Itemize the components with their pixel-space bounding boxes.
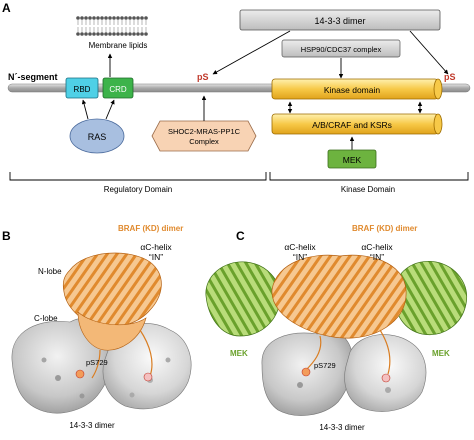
dimer-box <box>239 9 441 31</box>
panel-b-ps729-site-left <box>75 369 85 379</box>
lipid-head <box>92 32 96 36</box>
lipid-head <box>140 16 144 20</box>
panel-b-title: BRAF (KD) dimer <box>118 224 183 233</box>
lipid-head <box>84 16 88 20</box>
regulatory-bracket <box>9 172 267 181</box>
panel-c-title: BRAF (KD) dimer <box>352 224 417 233</box>
mek-label: MEK <box>343 155 362 165</box>
ab-craf-cap <box>433 113 443 135</box>
panel-c-helix-right-line1: αC-helix <box>361 242 393 252</box>
panel-c-mek-left-ribbon <box>205 261 281 337</box>
ps-left-label: pS <box>197 72 209 82</box>
panel-b-c-lobe: C-lobe <box>34 314 58 323</box>
lipid-head <box>128 16 132 20</box>
lipid-head <box>120 16 124 20</box>
shoc2-complex-hexagon <box>151 120 257 152</box>
panel-c-dimer-surface <box>261 330 427 416</box>
lipid-head <box>108 32 112 36</box>
ps-right-label: pS <box>444 72 456 82</box>
lipid-head <box>76 32 80 36</box>
arrow-ras-to-crd <box>105 99 115 120</box>
panel-c-dimer-label: 14-3-3 dimer <box>319 423 365 432</box>
panel-b-dimer-label: 14-3-3 dimer <box>69 421 115 430</box>
panel-c-mek-left-label: MEK <box>230 349 248 358</box>
lipid-head <box>144 16 148 20</box>
ras-label: RAS <box>88 132 107 142</box>
lipid-head <box>76 16 80 20</box>
lipid-head <box>144 32 148 36</box>
lipid-head <box>80 32 84 36</box>
ras-ellipse <box>69 118 125 154</box>
hsp90-label: HSP90/CDC37 complex <box>301 45 382 54</box>
lipid-head <box>104 16 108 20</box>
lipid-head <box>96 16 100 20</box>
membrane-icon <box>76 16 148 36</box>
kinase-domain-cap <box>433 78 443 100</box>
arrow-dimer-to-ps-left <box>212 30 291 75</box>
arrow-dimer-to-ps-right <box>409 30 449 75</box>
lipid-head <box>104 32 108 36</box>
ab-craf-label: A/B/CRAF and KSRs <box>312 120 392 130</box>
lipid-head <box>116 16 120 20</box>
lipid-head <box>88 32 92 36</box>
lipid-head <box>112 16 116 20</box>
panel-b-ps729-label: pS729 <box>86 358 108 367</box>
panel-c-mek-right-label: MEK <box>432 349 450 358</box>
lipid-head <box>100 16 104 20</box>
n-segment-label: N´-segment <box>8 72 58 82</box>
panel-c-ps729-site-left <box>301 367 311 377</box>
shoc2-label-line2: Complex <box>189 137 219 146</box>
lipid-head <box>124 16 128 20</box>
panel-c-ps729-label: pS729 <box>314 361 336 370</box>
dimer-box-label: 14-3-3 dimer <box>314 16 365 26</box>
lipid-head <box>96 32 100 36</box>
panel-c-ps729-site-right <box>381 373 391 383</box>
shoc2-label-line1: SHOC2-MRAS-PP1C <box>168 127 241 136</box>
panel-a-label: A <box>2 1 11 15</box>
lipid-head <box>120 32 124 36</box>
panel-b-helix-line2: “IN” <box>149 252 163 262</box>
lipid-head <box>100 32 104 36</box>
lipid-head <box>124 32 128 36</box>
lipid-head <box>128 32 132 36</box>
panel-c-helix-left-line2: “IN” <box>293 252 307 262</box>
panel-b-helix-line1: αC-helix <box>140 242 172 252</box>
lipid-head <box>136 16 140 20</box>
kinase-bracket <box>269 172 469 181</box>
panel-c-label: C <box>236 229 245 243</box>
panel-b-n-lobe: N-lobe <box>38 267 62 276</box>
lipid-head <box>112 32 116 36</box>
lipid-head <box>92 16 96 20</box>
lipid-head <box>136 32 140 36</box>
lipid-head <box>84 32 88 36</box>
panel-b-ps729-site-right <box>143 372 153 382</box>
panel-b-label: B <box>2 229 11 243</box>
panel-c-helix-left-line1: αC-helix <box>284 242 316 252</box>
kinase-domain-region-label: Kinase Domain <box>341 185 395 194</box>
kinase-domain-label: Kinase domain <box>324 85 381 95</box>
panel-b-braf-ribbon <box>62 252 162 379</box>
lipid-head <box>80 16 84 20</box>
hsp90-box <box>281 39 401 58</box>
membrane-lipids-label: Membrane lipids <box>89 41 148 50</box>
lipid-head <box>132 32 136 36</box>
rbd-box <box>65 77 99 99</box>
lipid-head <box>140 32 144 36</box>
crd-label: CRD <box>109 85 127 94</box>
lipid-head <box>88 16 92 20</box>
lipid-head <box>116 32 120 36</box>
crd-box <box>102 77 134 99</box>
lipid-head <box>132 16 136 20</box>
regulatory-domain-label: Regulatory Domain <box>104 185 172 194</box>
mek-box <box>327 149 377 169</box>
arrow-ras-to-rbd <box>81 99 89 120</box>
panel-c-mek-right-ribbon <box>393 260 468 336</box>
panel-c-helix-right-line2: “IN” <box>370 252 384 262</box>
rbd-label: RBD <box>74 85 91 94</box>
lipid-head <box>108 16 112 20</box>
